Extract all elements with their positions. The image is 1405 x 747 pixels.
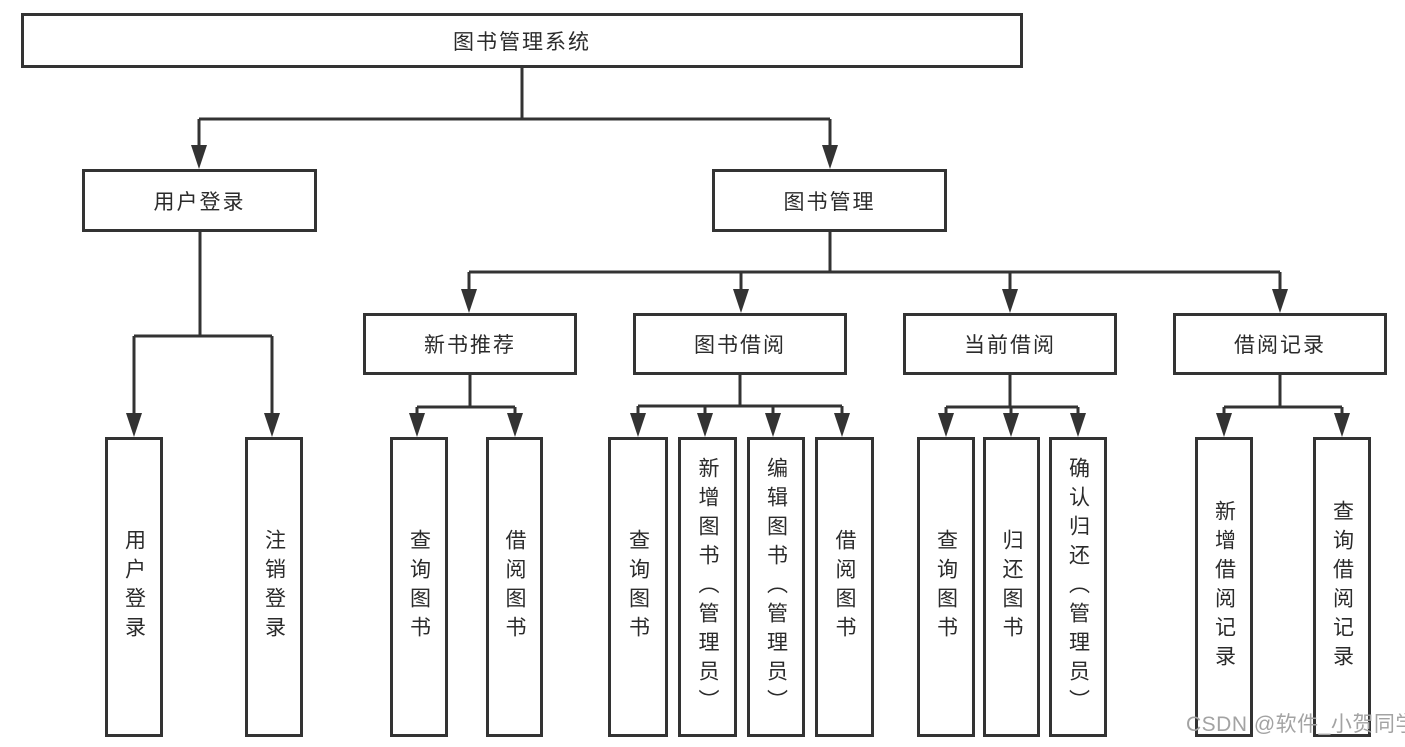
leaf-borrow-edit-books-admin: 编辑图书（管理员） <box>747 437 805 737</box>
leaf-label: 查询图书 <box>407 529 431 645</box>
csdn-watermark: CSDN @软件_小贺同学 <box>1186 713 1405 736</box>
leaf-label: 借阅图书 <box>833 529 856 645</box>
leaf-label: 编辑图书（管理员） <box>764 456 788 718</box>
arrowheads <box>126 145 1350 437</box>
leaf-current-confirm-return-admin: 确认归还（管理员） <box>1049 437 1107 737</box>
node-label: 图书管理系统 <box>453 30 591 54</box>
leaf-label: 归还图书 <box>1000 529 1023 645</box>
leaf-records-add-record: 新增借阅记录 <box>1195 437 1253 737</box>
node-book-borrowing: 图书借阅 <box>633 313 847 375</box>
leaf-newrec-borrow-books: 借阅图书 <box>486 437 543 737</box>
node-user-login: 用户登录 <box>82 169 317 232</box>
node-label: 用户登录 <box>153 190 246 214</box>
node-label: 图书管理 <box>783 190 876 214</box>
node-current-borrowing: 当前借阅 <box>903 313 1117 375</box>
leaf-label: 用户登录 <box>122 529 146 645</box>
leaf-records-query-record: 查询借阅记录 <box>1313 437 1371 737</box>
node-label: 借阅记录 <box>1234 334 1326 357</box>
leaf-user-login: 用户登录 <box>105 437 163 737</box>
leaf-current-return-books: 归还图书 <box>983 437 1040 737</box>
leaf-label: 注销登录 <box>262 529 286 645</box>
node-label: 新书推荐 <box>424 334 516 357</box>
node-library-management-system: 图书管理系统 <box>21 13 1023 68</box>
leaf-borrow-borrow-books: 借阅图书 <box>815 437 874 737</box>
leaf-label: 查询图书 <box>626 529 650 645</box>
node-borrow-records: 借阅记录 <box>1173 313 1387 375</box>
node-label: 图书借阅 <box>694 334 786 357</box>
leaf-label: 确认归还（管理员） <box>1066 456 1090 718</box>
node-new-book-recommend: 新书推荐 <box>363 313 577 375</box>
leaf-label: 新增借阅记录 <box>1212 500 1236 674</box>
leaf-label: 借阅图书 <box>503 529 526 645</box>
leaf-borrow-query-books: 查询图书 <box>608 437 668 737</box>
leaf-logout: 注销登录 <box>245 437 303 737</box>
leaf-newrec-query-books: 查询图书 <box>390 437 448 737</box>
node-label: 当前借阅 <box>964 334 1056 357</box>
leaf-label: 新增图书（管理员） <box>696 456 719 718</box>
leaf-borrow-add-books-admin: 新增图书（管理员） <box>678 437 737 737</box>
connector-strokes <box>132 68 1344 420</box>
leaf-current-query-books: 查询图书 <box>917 437 975 737</box>
node-book-management: 图书管理 <box>712 169 947 232</box>
leaf-label: 查询借阅记录 <box>1330 500 1354 674</box>
leaf-label: 查询图书 <box>934 529 958 645</box>
